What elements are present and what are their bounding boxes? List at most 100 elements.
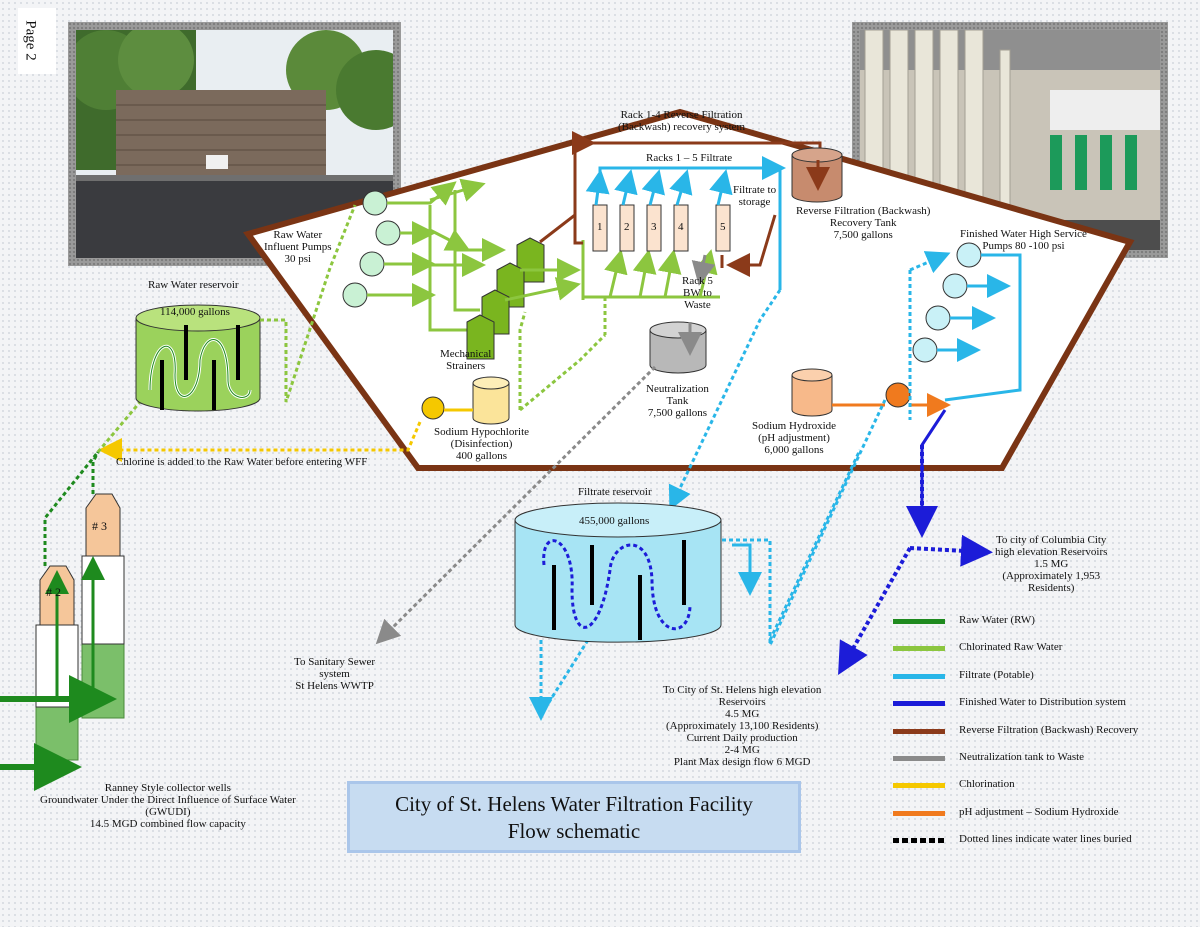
strainers-line2: Strainers (446, 360, 486, 372)
finished-pumps-label: Finished Water High Service Pumps 80 -10… (960, 228, 1087, 252)
legend-swatch (893, 783, 945, 789)
hypochlorite-line2: (Disinfection) (450, 438, 513, 450)
st-helens-line7: Plant Max design flow 6 MGD (673, 756, 811, 768)
legend-label: pH adjustment – Sodium Hydroxide (959, 805, 1119, 818)
mechanical-strainers (466, 237, 545, 360)
well-2-label: # 2 (46, 585, 61, 599)
raw-pumps-label: Raw Water Influent Pumps 30 psi (264, 229, 332, 265)
well-3-label: # 3 (92, 519, 107, 533)
hydroxide-label: Sodium Hydroxide (pH adjustment) 6,000 g… (752, 420, 836, 456)
legend-label: Chlorinated Raw Water (959, 641, 1063, 654)
hydroxide-line3: 6,000 gallons (764, 444, 824, 456)
rack-filtrate-lines (585, 156, 786, 290)
chlorine-feed-line (98, 421, 422, 462)
wells-line2: Groundwater Under the Direct Influence o… (40, 794, 296, 806)
filtrate-storage-label: Filtrate to storage (733, 184, 776, 208)
rack-3-number: 3 (651, 221, 657, 233)
rack5-waste-line3: Waste (684, 299, 711, 311)
hypochlorite-line1: Sodium Hypochlorite (434, 426, 530, 438)
sewer-line1: To Sanitary Sewer (294, 656, 376, 668)
raw-pumps-line2: Influent Pumps (264, 241, 332, 253)
raw-water-reservoir (135, 304, 261, 412)
rack5-waste-line (691, 254, 716, 286)
backwash-system-label: Rack 1-4 Reverse Filtration (Backwash) r… (618, 109, 745, 133)
diagram-subtitle: Flow schematic (507, 819, 641, 843)
legend-label: Filtrate (Potable) (959, 668, 1034, 681)
rack5-waste-line2: BW to (683, 287, 712, 299)
raw-water-pumps (342, 190, 401, 308)
wells-line4: 14.5 MGD combined flow capacity (89, 818, 246, 830)
hydroxide-line1: Sodium Hydroxide (752, 420, 837, 432)
finished-water-pumps (912, 242, 982, 363)
legend-swatch (893, 701, 945, 707)
filtrate-reservoir-title: Filtrate reservoir (578, 486, 652, 498)
finished-pumps-line1: Finished Water High Service (960, 228, 1087, 240)
neutralization-to-sewer-line (375, 365, 657, 645)
finished-pumps-line2: Pumps 80 -100 psi (982, 240, 1065, 252)
chlorine-note: Chlorine is added to the Raw Water befor… (116, 456, 368, 468)
page-tag: Page 2 (18, 8, 56, 74)
reservoir-bypass-line (732, 543, 762, 596)
well-3-buried-line (91, 451, 100, 494)
reservoir-outlet-line (260, 204, 357, 403)
strainers-label: Mechanical Strainers (440, 348, 491, 372)
raw-reservoir-title: Raw Water reservoir (148, 279, 239, 291)
backwash-tank-label: Reverse Filtration (Backwash) Recovery T… (796, 205, 930, 241)
legend-label: Finished Water to Distribution system (959, 696, 1126, 709)
well-3-cap (85, 493, 121, 557)
sodium-hypochlorite-tank (472, 376, 510, 425)
legend-label: Chlorination (959, 778, 1015, 791)
columbia-line4: (Approximately 1,953 (1002, 570, 1101, 582)
rack-2 (619, 204, 635, 252)
legend-swatch (893, 838, 945, 844)
hypochlorite-pump (421, 396, 445, 420)
building-exterior-photo (68, 22, 401, 266)
well-3-casing (81, 555, 125, 645)
hydroxide-line2: (pH adjustment) (758, 432, 830, 444)
building-exterior-image (76, 30, 393, 258)
backwash-recovery-tank (791, 147, 843, 203)
filtrate-reservoir (514, 502, 722, 643)
raw-pumps-line3: 30 psi (284, 253, 312, 265)
columbia-city-label: To city of Columbia City high elevation … (995, 534, 1107, 594)
columbia-line1: To city of Columbia City (995, 534, 1107, 546)
hypochlorite-label: Sodium Hypochlorite (Disinfection) 400 g… (434, 426, 529, 462)
neutral-tank-line1: Neutralization (646, 383, 709, 395)
raw-reservoir-capacity: 114,000 gallons (160, 306, 230, 318)
rack5-waste-line1: Rack 5 (682, 275, 713, 287)
st-helens-line6: 2-4 MG (724, 744, 760, 756)
columbia-line3: 1.5 MG (1034, 558, 1069, 570)
finished-pump-lines (908, 251, 1022, 420)
reservoir-overflow-right (539, 639, 590, 716)
st-helens-line3: 4.5 MG (725, 708, 760, 720)
wells-line1: Ranney Style collector wells (104, 782, 231, 794)
neutralization-tank-label: Neutralization Tank 7,500 gallons (646, 383, 709, 419)
legend-label: Neutralization tank to Waste (959, 750, 1085, 763)
raw-to-reservoir-line (96, 401, 142, 453)
backwash-tank-line3: 7,500 gallons (833, 229, 893, 241)
st-helens-line5: Current Daily production (686, 732, 798, 744)
filter-racks (592, 204, 731, 252)
well-2-buried-line (43, 451, 100, 566)
wells-line3: (GWUDI) (145, 806, 191, 818)
filtrate-transfer-line (768, 449, 862, 641)
rack-1-number: 1 (597, 221, 603, 233)
hypochlorite-line3: 400 gallons (456, 450, 508, 462)
filtrate-storage-line1: Filtrate to (733, 184, 777, 196)
legend-swatch (893, 755, 945, 761)
legend-swatch (893, 810, 945, 816)
legend-label: Raw Water (RW) (959, 614, 1035, 626)
legend-label: Dotted lines indicate water lines buried (959, 833, 1132, 846)
neutral-tank-line3: 7,500 gallons (647, 407, 708, 419)
sewer-line3: St Helens WWTP (295, 680, 374, 692)
rack-4-number: 4 (678, 221, 684, 233)
rack-5-number: 5 (720, 221, 726, 233)
backwash-system-line2: (Backwash) recovery system (618, 121, 746, 133)
rack-5 (715, 204, 731, 252)
sanitary-sewer-label: To Sanitary Sewer system St Helens WWTP (294, 656, 375, 692)
raw-pumps-line1: Raw Water (273, 229, 323, 241)
to-columbia-line (909, 534, 993, 567)
columbia-line5: Residents) (1027, 582, 1075, 594)
raw-pump-manifold (367, 178, 506, 332)
